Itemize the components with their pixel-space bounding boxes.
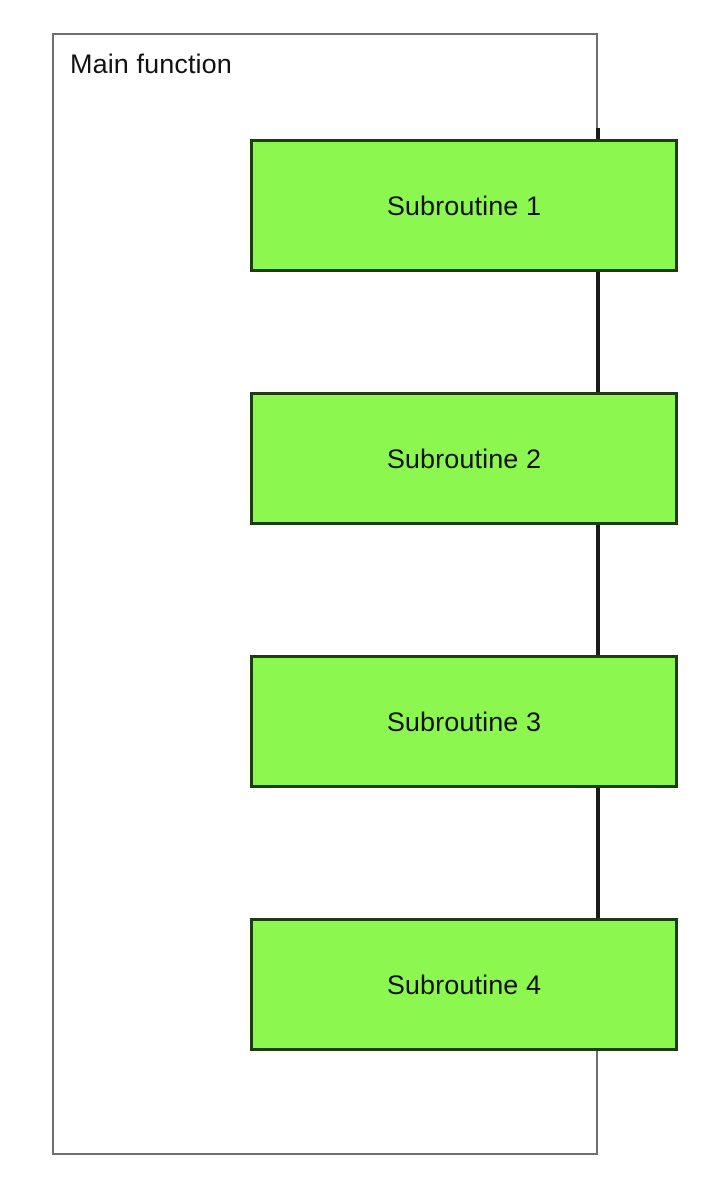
subroutine-label-2: Subroutine 2: [386, 443, 542, 474]
subroutine-node-1[interactable]: Subroutine 1: [250, 139, 678, 272]
connector-entry-to-subroutine-1: [596, 128, 600, 144]
subroutine-label-3: Subroutine 3: [386, 706, 542, 737]
subroutine-node-2[interactable]: Subroutine 2: [250, 392, 678, 525]
connector-subroutine-2-to-3: [596, 524, 600, 658]
connector-subroutine-3-to-4: [596, 787, 600, 921]
subroutine-label-4: Subroutine 4: [386, 969, 542, 1000]
subroutine-node-4[interactable]: Subroutine 4: [250, 918, 678, 1051]
main-function-label: Main function: [70, 49, 232, 79]
subroutine-node-3[interactable]: Subroutine 3: [250, 655, 678, 788]
connector-subroutine-1-to-2: [596, 269, 600, 395]
subroutine-label-1: Subroutine 1: [386, 190, 542, 221]
